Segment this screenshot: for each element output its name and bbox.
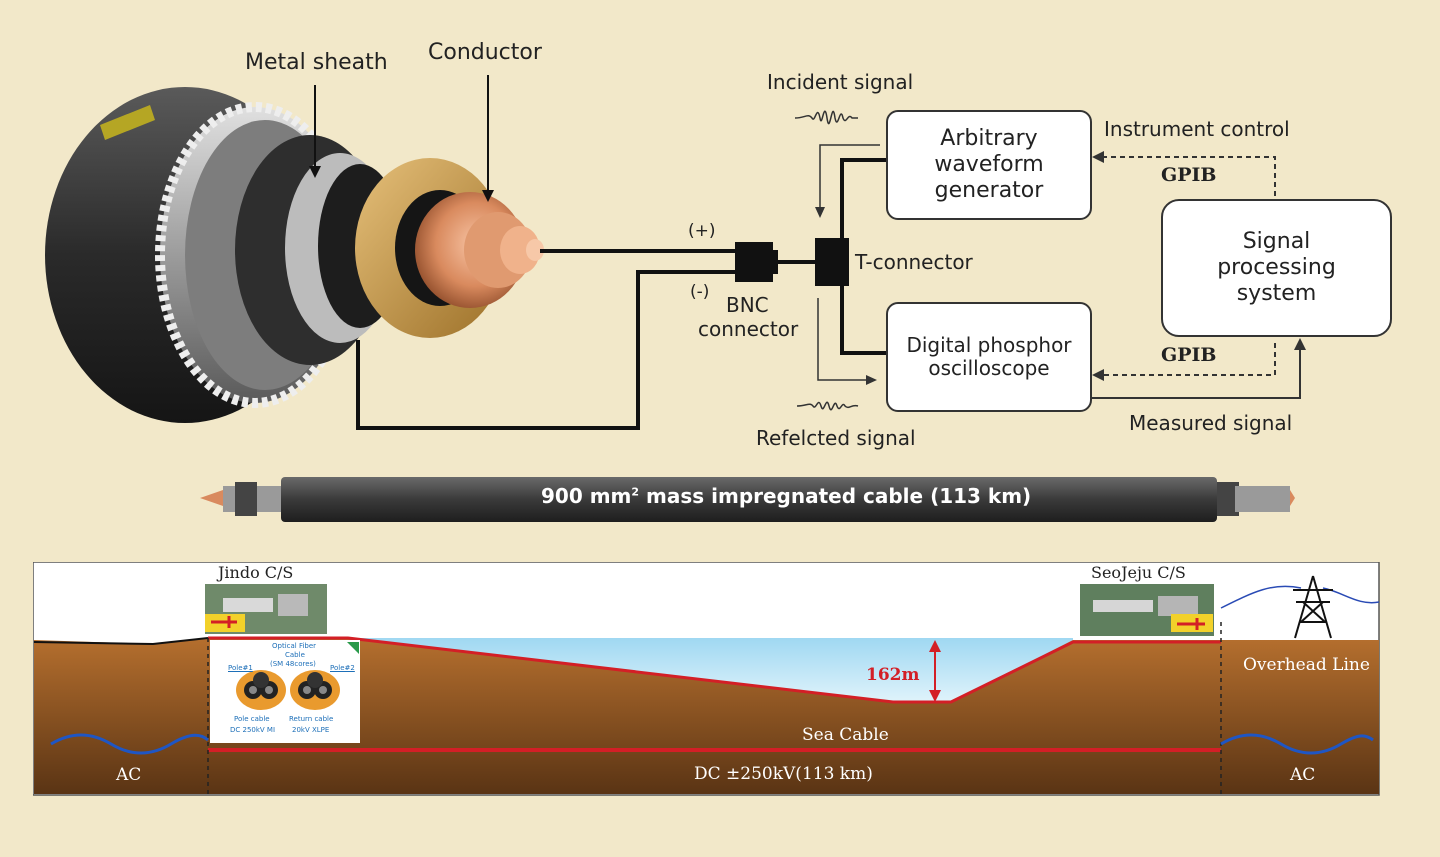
cable-bar-superscript: 2 [631, 485, 640, 499]
t-connector-label: T-connector [855, 250, 973, 274]
t-connector-shape [815, 238, 849, 286]
ac-right-label: AC [1290, 765, 1316, 785]
bnc-connector-shape [735, 242, 773, 282]
inset-pole1: Pole#1 [228, 664, 253, 672]
dc-label: DC ±250kV(113 km) [694, 764, 873, 784]
sps-line-1: Signal [1242, 229, 1311, 254]
instrument-control-label: Instrument control [1104, 117, 1290, 141]
jindo-station-label: Jindo C/S [218, 563, 294, 582]
seojeju-station-label: SeoJeju C/S [1091, 563, 1186, 582]
depth-label: 162m [866, 665, 920, 685]
jindo-station-photo [205, 584, 327, 634]
awg-line-3: generator [934, 178, 1044, 203]
seojeju-station-photo [1080, 584, 1214, 636]
cable-bar-label: 900 mm2 mass impregnated cable (113 km) [541, 484, 1031, 508]
inset-return-cable-2: 20kV XLPE [292, 726, 330, 734]
ground-fill [34, 638, 1379, 794]
digital-phosphor-oscilloscope-box: Digital phosphor oscilloscope [886, 302, 1092, 412]
inset-optical-fiber-1: Optical Fiber [272, 642, 317, 650]
cable-cross-section [45, 75, 1306, 430]
conductor-label: Conductor [428, 40, 542, 65]
cable-bar-graphic [200, 477, 1295, 522]
metal-sheath-label: Metal sheath [245, 50, 388, 75]
inset-pole2: Pole#2 [330, 664, 355, 672]
sps-line-2: processing [1217, 255, 1336, 280]
dpo-line-1: Digital phosphor [906, 333, 1072, 357]
transmission-tower [1293, 575, 1333, 639]
sps-line-3: system [1236, 281, 1317, 306]
ac-left-label: AC [116, 765, 142, 785]
bnc-label-line2: connector [698, 317, 799, 341]
dpo-line-2: oscilloscope [928, 356, 1050, 380]
sea-cable-profile [208, 636, 1221, 704]
inset-pole-cable-2: DC 250kV MI [230, 726, 276, 734]
cable-bar-text-suffix: mass impregnated cable (113 km) [639, 484, 1032, 508]
inset-optical-fiber-3: (SM 48cores) [270, 660, 316, 668]
measured-signal-label: Measured signal [1129, 411, 1293, 435]
incident-signal-label: Incident signal [767, 70, 914, 94]
cable-bar-text-prefix: 900 mm [541, 484, 632, 508]
awg-line-1: Arbitrary [940, 126, 1038, 151]
inset-pole-cable-1: Pole cable [234, 715, 270, 723]
gpib-top-label: GPIB [1161, 164, 1217, 186]
reflected-waveform [796, 401, 859, 411]
plus-label: (+) [688, 221, 716, 241]
arbitrary-waveform-generator-box: Arbitrary waveform generator [886, 110, 1092, 220]
minus-label: (-) [690, 282, 710, 302]
cable-inset [210, 640, 360, 743]
reflected-signal-label: Refelcted signal [756, 426, 916, 450]
signal-processing-system-box: Signal processing system [1161, 199, 1392, 337]
sea-cable-label: Sea Cable [802, 725, 889, 745]
incident-waveform [794, 110, 858, 125]
overhead-line-label: Overhead Line [1243, 655, 1370, 675]
bnc-label-line1: BNC [726, 293, 769, 317]
gpib-bottom-label: GPIB [1161, 344, 1217, 366]
inset-optical-fiber-2: Cable [285, 651, 305, 659]
route-profile [33, 562, 1380, 796]
inset-return-cable-1: Return cable [289, 715, 334, 723]
awg-line-2: waveform [934, 152, 1044, 177]
